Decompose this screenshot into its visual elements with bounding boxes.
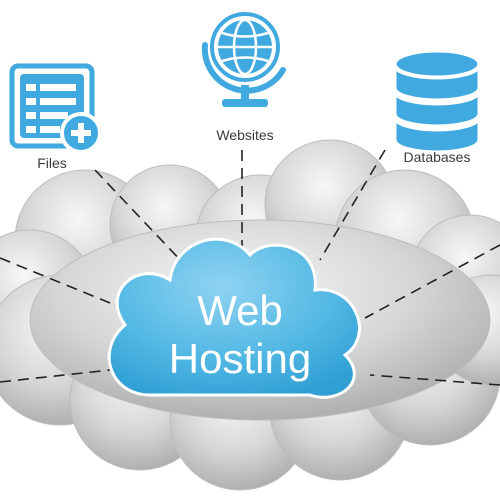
connector-right-lower	[369, 374, 500, 386]
connector-left-upper	[0, 257, 116, 306]
background-cloud	[0, 139, 500, 491]
database-icon	[393, 49, 481, 154]
connector-left-lower	[0, 369, 111, 383]
hub-title-line2: Hosting	[169, 335, 311, 382]
connector-databases	[319, 149, 386, 261]
connector-right-upper	[364, 244, 500, 319]
hub-cloud	[107, 237, 361, 399]
file-list-add-icon	[9, 63, 102, 154]
connector-lines	[0, 149, 500, 386]
files-label: Files	[37, 155, 67, 171]
connector-files	[94, 169, 186, 266]
hub-title-line1: Web	[197, 287, 283, 334]
databases-label: Databases	[404, 149, 471, 165]
websites-label: Websites	[216, 127, 273, 143]
globe-icon	[201, 12, 286, 107]
